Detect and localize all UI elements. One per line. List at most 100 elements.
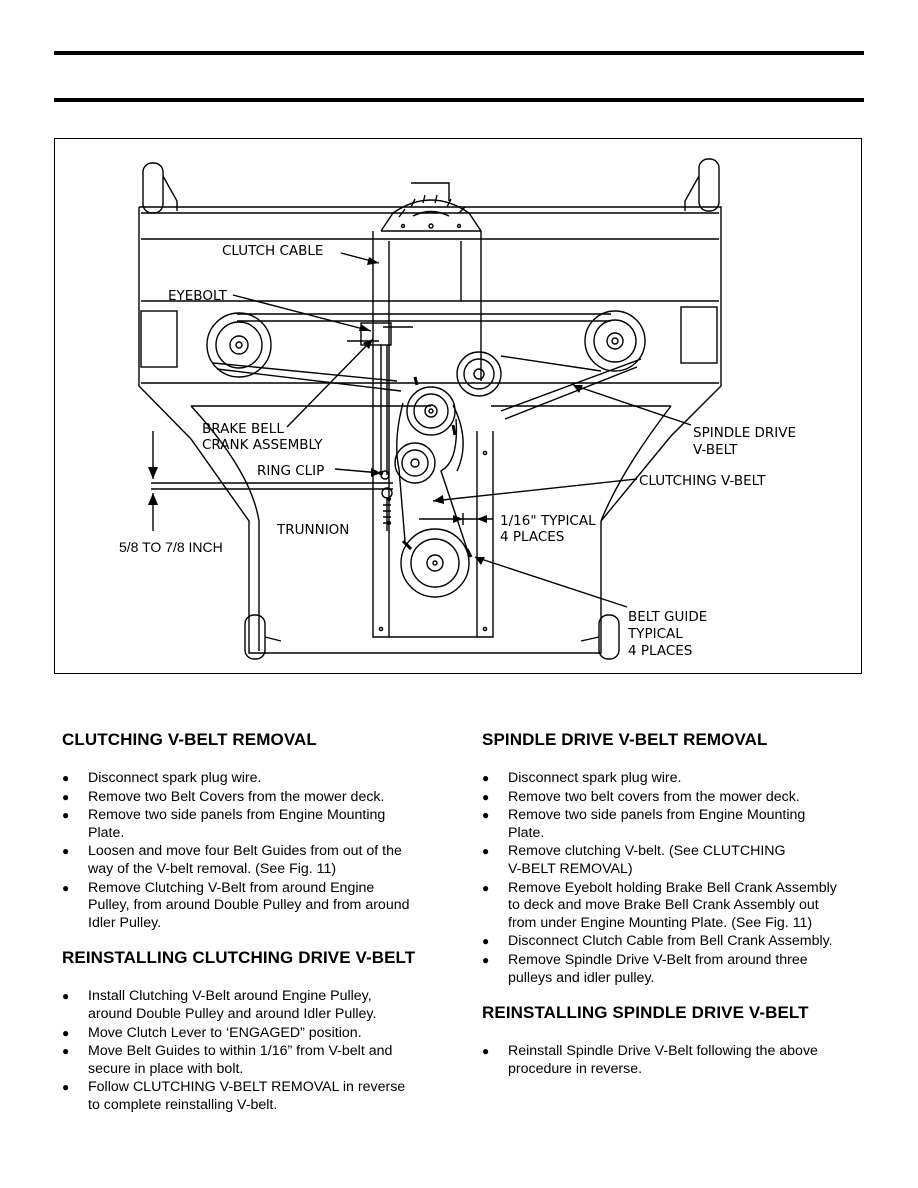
rear-left-wheel: [142, 162, 178, 214]
list-spindle-reinstall: ● Reinstall Spindle Drive V-Belt followin…: [482, 1043, 872, 1078]
left-instructions-column: CLUTCHING V-BELT REMOVAL ●Disconnect spa…: [62, 730, 452, 1115]
deck-outline: [138, 206, 722, 654]
list-item: ● Remove two side panels from Engine Moun…: [62, 807, 452, 842]
bullet-icon: ●: [62, 880, 70, 895]
list-item: ●Move Clutch Lever to ‘ENGAGED” position…: [62, 1025, 452, 1043]
item-text: Remove Spindle Drive V-Belt from around …: [508, 951, 808, 968]
item-text: to deck and move Brake Bell Crank Assemb…: [508, 897, 819, 914]
item-text: secure in place with bolt.: [88, 1060, 244, 1077]
bullet-icon: ●: [482, 880, 490, 895]
label-belt-guide-line3: 4 PLACES: [628, 643, 692, 659]
list-item: ● Move Belt Guides to within 1/16” from V…: [62, 1043, 452, 1078]
label-clutching-vbelt: CLUTCHING V-BELT: [639, 473, 766, 489]
label-belt-guide-line2: TYPICAL: [627, 626, 683, 642]
label-eyebolt: EYEBOLT: [168, 288, 228, 304]
item-text: Remove two side panels from Engine Mount…: [508, 807, 806, 824]
clutching-belt: [396, 402, 468, 550]
item-text: Remove two Belt Covers from the mower de…: [88, 788, 385, 805]
spindle-pulley-right: [584, 310, 646, 372]
item-text: Disconnect Clutch Cable from Bell Crank …: [508, 933, 833, 950]
item-text: Pulley, from around Double Pulley and fr…: [88, 897, 410, 914]
item-text: Plate.: [88, 824, 125, 841]
item-text: Disconnect spark plug wire.: [508, 770, 682, 786]
bullet-icon: ●: [62, 989, 70, 1004]
bullet-icon: ●: [482, 934, 490, 949]
list-item: ● Disconnect spark plug wire.: [482, 770, 872, 788]
label-ring-clip: RING CLIP: [257, 463, 324, 479]
bullet-icon: ●: [482, 1044, 490, 1059]
item-text: V-BELT REMOVAL): [508, 860, 633, 877]
list-item: ● Reinstall Spindle Drive V-Belt followin…: [482, 1043, 872, 1078]
idler-pulley-upper: [456, 351, 502, 397]
header-rule-top: [54, 51, 864, 55]
mower-deck-drawing: CLUTCH CABLE EYEBOLT BRAKE BELL CRANK AS…: [119, 158, 796, 660]
item-text: Remove Eyebolt holding Brake Bell Crank …: [508, 879, 837, 896]
item-text: to complete reinstalling V-belt.: [88, 1096, 278, 1113]
list-item: ● Remove Eyebolt holding Brake Bell Crank…: [482, 880, 872, 933]
header-rule-bottom: [54, 98, 864, 102]
double-pulley: [406, 386, 456, 436]
front-left-wheel: [244, 614, 282, 660]
spindle-drive-belt: [212, 313, 642, 420]
item-text: Remove two side panels from Engine Mount…: [88, 807, 386, 824]
label-dimension-height: 5/8 TO 7/8 INCH: [119, 539, 223, 555]
heading-spindle-reinstall: REINSTALLING SPINDLE DRIVE V-BELT: [482, 1003, 809, 1023]
list-item: ●Disconnect spark plug wire.: [62, 770, 452, 788]
heading-spindle-removal: SPINDLE DRIVE V-BELT REMOVAL: [482, 730, 768, 749]
item-text: from under Engine Mounting Plate. (See F…: [508, 914, 813, 931]
item-text: Move Belt Guides to within 1/16” from V-…: [88, 1043, 393, 1060]
side-panel-left: [140, 310, 178, 368]
side-panel-right: [680, 306, 718, 364]
list-item: ● Remove Clutching V-Belt from around Eng…: [62, 880, 452, 933]
item-text: procedure in reverse.: [508, 1060, 643, 1077]
clutch-lever-quadrant: [380, 182, 482, 381]
item-text: around Double Pulley and around Idler Pu…: [88, 1005, 377, 1022]
label-belt-guide-line1: BELT GUIDE: [628, 609, 707, 625]
bullet-icon: ●: [62, 771, 70, 785]
label-spindle-drive-line2: V-BELT: [693, 442, 738, 458]
item-text: Idler Pulley.: [88, 914, 162, 931]
brake-bell-crank: [347, 322, 413, 531]
right-instructions-column: SPINDLE DRIVE V-BELT REMOVAL ● Disconnect…: [482, 730, 872, 1078]
label-gap-line2: 4 PLACES: [500, 529, 564, 545]
bullet-icon: ●: [62, 1080, 70, 1095]
item-text: Move Clutch Lever to ‘ENGAGED” position.: [88, 1024, 362, 1041]
list-item: ●Remove two Belt Covers from the mower d…: [62, 789, 452, 807]
bullet-icon: ●: [62, 1044, 70, 1059]
label-trunnion: TRUNNION: [276, 522, 349, 538]
list-clutching-reinstall: ● Install Clutching V-Belt around Engine …: [62, 988, 452, 1114]
engine-mounting-plate: [372, 231, 494, 638]
figure-belt-diagram: CLUTCH CABLE EYEBOLT BRAKE BELL CRANK AS…: [54, 138, 862, 674]
label-brake-bell-line2: CRANK ASSEMBLY: [202, 437, 323, 453]
item-text: pulleys and idler pulley.: [508, 969, 655, 986]
bullet-icon: ●: [482, 789, 490, 804]
bullet-icon: ●: [482, 952, 490, 967]
list-item: ● Install Clutching V-Belt around Engine …: [62, 988, 452, 1023]
list-clutching-removal: ●Disconnect spark plug wire. ●Remove two…: [62, 770, 452, 932]
label-gap-line1: 1/16" TYPICAL: [500, 513, 596, 529]
list-item: ● Disconnect Clutch Cable from Bell Crank…: [482, 933, 872, 951]
rear-right-wheel: [684, 158, 720, 212]
bullet-icon: ●: [62, 844, 70, 859]
engine-pulley: [400, 528, 470, 598]
heading-clutching-reinstall: REINSTALLING CLUTCHING DRIVE V-BELT: [62, 948, 416, 968]
bullet-icon: ●: [62, 808, 70, 823]
list-item: ●Remove two belt covers from the mower d…: [482, 789, 872, 807]
label-spindle-drive-line1: SPINDLE DRIVE: [693, 425, 796, 441]
arrowheads: [148, 257, 583, 565]
item-text: Remove clutching V-belt. (See CLUTCHING: [508, 843, 786, 860]
item-text: Remove Clutching V-Belt from around Engi…: [88, 879, 375, 896]
item-text: way of the V-belt removal. (See Fig. 11): [88, 860, 337, 877]
idler-pulley-clutch: [394, 442, 436, 484]
bullet-icon: ●: [482, 771, 490, 785]
bullet-icon: ●: [482, 844, 490, 859]
list-item: ● Follow CLUTCHING V-BELT REMOVAL in reve…: [62, 1079, 452, 1114]
item-text: Plate.: [508, 824, 545, 841]
list-item: ● Remove Spindle Drive V-Belt from around…: [482, 952, 872, 987]
front-right-wheel: [580, 614, 620, 660]
item-text: Follow CLUTCHING V-BELT REMOVAL in rever…: [88, 1079, 406, 1096]
item-text: Install Clutching V-Belt around Engine P…: [88, 988, 372, 1005]
list-item: ●Loosen and move four Belt Guides from o…: [62, 843, 452, 878]
label-clutch-cable: CLUTCH CABLE: [222, 243, 323, 259]
item-text: Reinstall Spindle Drive V-Belt following…: [508, 1043, 818, 1060]
